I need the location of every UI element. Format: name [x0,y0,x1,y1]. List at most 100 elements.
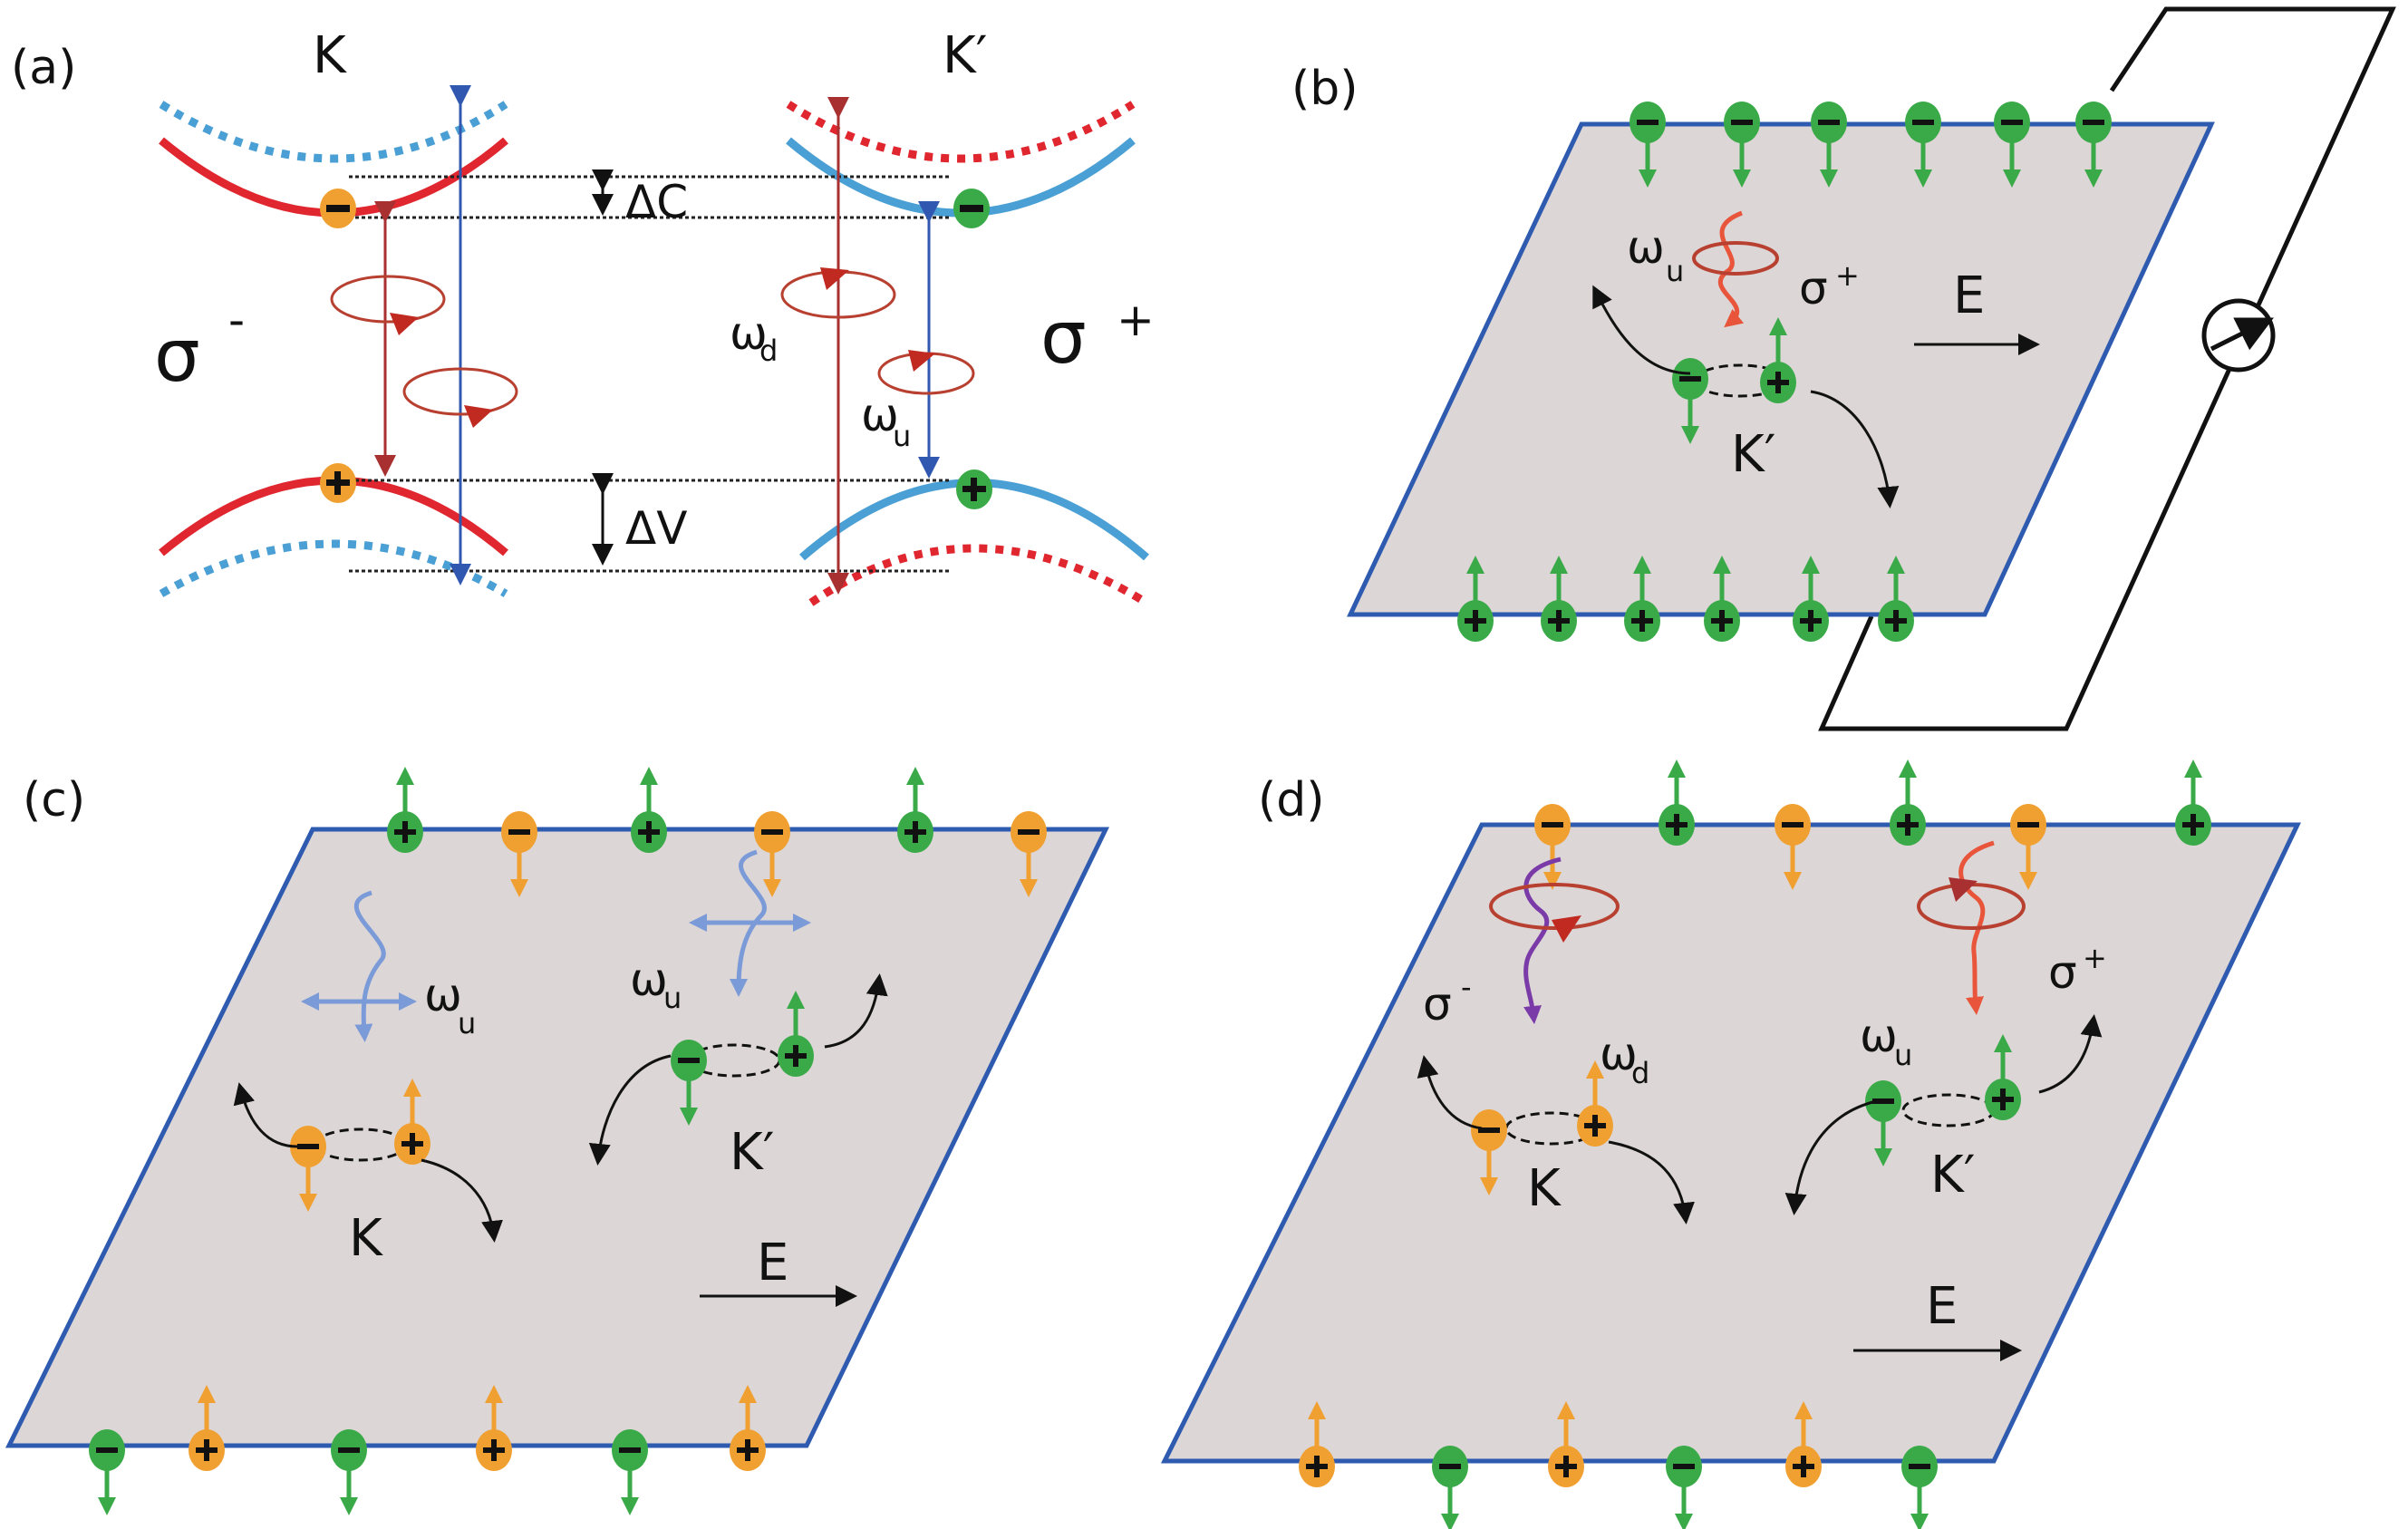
k-circular-polarization-1 [330,275,446,324]
sign-bar [761,829,783,835]
hole-carrier [1541,556,1577,642]
electron-carrier [1630,102,1666,188]
sign-bar-vertical [1314,1456,1320,1477]
sign-bar-vertical [745,1439,750,1461]
sheet-c [5,827,1109,1448]
kp-exciton-hole [778,991,814,1077]
k-exciton-hole [1577,1060,1613,1147]
k-electron-deflection-arrow [1417,1055,1483,1130]
hole-carrier [897,767,933,853]
sign-bar [1782,822,1804,827]
kp-exciton-pair [671,991,814,1126]
hole-carrier [1659,760,1695,846]
electron-carrier [754,811,790,897]
hole-carrier [1878,556,1914,642]
sigma-minus-label: σ [1423,978,1452,1031]
electron-carrier [1666,1446,1702,1529]
kp-electron-deflection-arrow [588,1054,672,1166]
valley-k-prime-label: K′ [1930,1146,1975,1205]
k-hole-deflection-arrow [421,1158,503,1243]
valley-k-prime-label: K′ [730,1123,774,1182]
sign-bar [1909,1464,1930,1469]
sign-bar [1673,1464,1695,1469]
kp-hole-deflection-arrow [2038,1014,2103,1094]
exciton-electron [1672,358,1708,444]
field-e-label: E [757,1234,788,1292]
k-exciton-hole [394,1079,430,1165]
electron-carrier [89,1429,125,1515]
panel-a: (a) K K′ ΔC ΔV [11,26,1155,606]
electron-carrier [2010,804,2046,890]
top-edge-carriers [1534,760,2211,890]
sigma-minus-sup: - [1461,970,1472,1004]
sign-bar [1018,829,1040,835]
electron-carrier [1811,102,1847,188]
k-omega-u-label: ω [424,969,462,1021]
sigma-plus-label: σ [1799,262,1828,315]
sign-bar [508,829,530,835]
kp-incident-light-wave [1958,840,1995,1015]
omega-d-label: ω [1600,1028,1638,1080]
sigma-plus-label: σ [2048,946,2077,999]
electron-carrier [1432,1446,1468,1529]
electron-carrier [2075,102,2112,188]
kp-valence-lower-dotted-band [808,544,1149,606]
hole-carrier [189,1385,225,1471]
electron-carrier [1775,804,1811,890]
bottom-edge-carriers [1457,556,1914,642]
k-hole [320,463,356,503]
exciton-hole [1760,317,1796,403]
panel-d-label: (d) [1258,773,1325,827]
sign-bar-vertical [646,821,652,843]
electron-carrier [1724,102,1760,188]
hole-carrier [730,1385,766,1471]
sign-bar-vertical [402,821,408,843]
electron-carrier [1534,804,1571,890]
kp-hole-deflection-arrow [824,973,888,1049]
sign-bar [1912,120,1934,125]
kp-polarization-arrowhead-2 [908,350,935,372]
sign-bar [1872,1098,1894,1104]
kp-omega-u-sub: u [663,981,682,1015]
k-exciton-electron [1471,1109,1507,1195]
kp-exciton-pair [1865,1034,2021,1166]
sign-bar [1679,376,1701,382]
sign-bar-vertical [793,1045,798,1067]
omega-u-label: ω [1860,1010,1898,1062]
omega-u-sub: u [1894,1038,1912,1072]
sign-bar-vertical [2000,1089,2006,1110]
hole-carrier [631,767,667,853]
bottom-edge-carriers [89,1385,766,1515]
panel-c: (c) ω u K ω u K′ E [5,767,1109,1515]
k-circular-polarization-2 [402,367,518,416]
k-valence-lower-dotted-band [159,539,508,597]
valley-k-label: K [313,26,347,85]
field-e-label: E [1953,266,1985,325]
k-hole-deflection-arrow [1608,1140,1695,1224]
sign-bar [297,1144,319,1149]
sign-bar-vertical [204,1439,209,1461]
kp-omega-u-label: ω [630,953,668,1006]
omega-u-sub: u [1666,254,1684,288]
panel-d: (d) σ - ω d K σ + ω u K′ E [1160,760,2301,1529]
sigma-plus-label: σ [1040,295,1087,380]
kp-conduction-upper-dotted-band [786,101,1136,163]
sign-bar [96,1447,118,1453]
k-polarization-arrowhead [1552,915,1581,943]
sign-bar [1637,120,1659,125]
valley-k-prime-label: K′ [943,26,987,85]
k-electron-deflection-arrow [233,1082,298,1148]
hole-carrier [1457,556,1494,642]
k-polarization-arrowhead-2 [464,405,493,428]
kp-linear-light-wave [730,849,767,997]
circular-polarization [1692,241,1779,276]
electron-deflection-arrow [1592,285,1691,375]
sign-bar-vertical [1775,372,1781,393]
exciton-pair [1672,317,1796,444]
field-e-label: E [1926,1277,1958,1336]
sigma-plus-sup: + [1835,258,1860,293]
bottom-edge-carriers [1299,1401,1938,1529]
omega-d-label: ω [730,307,768,360]
sign-bar-vertical [1905,814,1910,836]
